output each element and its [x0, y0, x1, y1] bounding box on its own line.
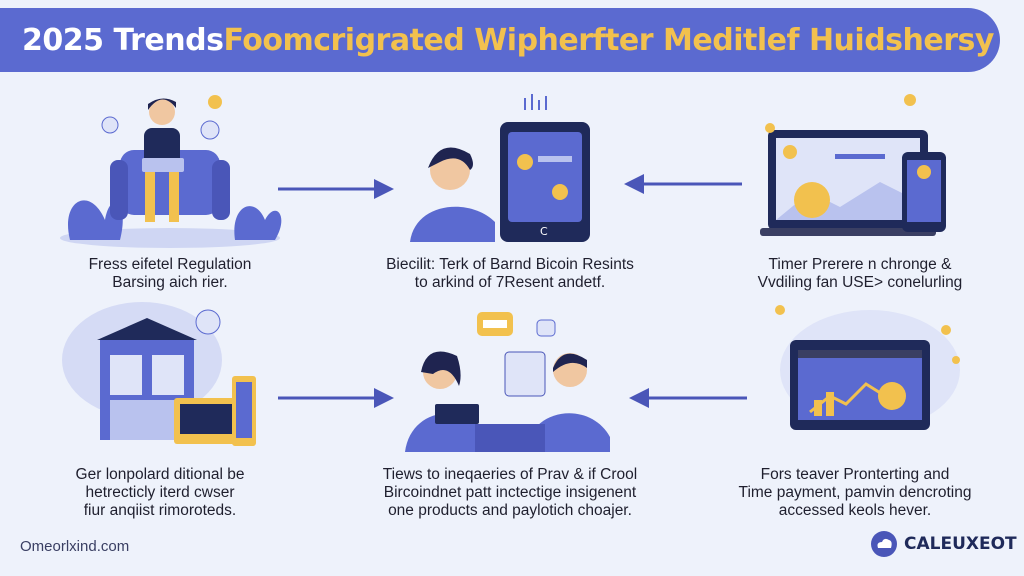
- title-rest: Foomcrigrated Wipherfter Meditlef Huidsh…: [223, 22, 994, 58]
- illustration-meeting: [405, 312, 610, 452]
- page-title: 2025 TrendsFoomcrigrated Wipherfter Medi…: [22, 23, 994, 58]
- brand-name: CALEUXEOT: [904, 534, 1017, 554]
- illustration-person-laptop: [60, 95, 282, 248]
- arrow-right-icon: [278, 388, 394, 408]
- caption-panel-4: Ger lonpolard ditional be hetrecticly it…: [75, 466, 245, 519]
- illustration-trading-monitor: [775, 305, 960, 430]
- caption-panel-6: Fors teaver Pronterting and Time payment…: [738, 466, 972, 519]
- title-lead: 2025 Trends: [22, 22, 224, 58]
- cloud-logo-icon: [871, 531, 897, 557]
- footer-brand: CALEUXEOT: [870, 530, 1017, 558]
- caption-panel-2: Biecilit: Terk of Barnd Bicoin Resints t…: [386, 256, 634, 291]
- illustration-laptop-bitcoin: [760, 94, 946, 236]
- caption-panel-5: Tiews to ineqaeries of Prav & if Crool B…: [382, 466, 638, 519]
- footer-site-link[interactable]: Omeorlxind.com: [20, 538, 130, 555]
- caption-panel-1: Fress eifetel Regulation Barsing aich ri…: [88, 256, 252, 291]
- arrow-left-icon: [624, 174, 742, 194]
- title-banner: 2025 TrendsFoomcrigrated Wipherfter Medi…: [0, 8, 1000, 72]
- arrow-right-icon: [278, 179, 394, 199]
- illustration-person-phone: C: [410, 94, 590, 242]
- caption-panel-3: Timer Prerere n chronge & Vvdiling fan U…: [757, 256, 963, 291]
- arrow-left-icon: [629, 388, 747, 408]
- illustration-storefront: [62, 302, 256, 446]
- device-screen-label: C: [540, 225, 548, 238]
